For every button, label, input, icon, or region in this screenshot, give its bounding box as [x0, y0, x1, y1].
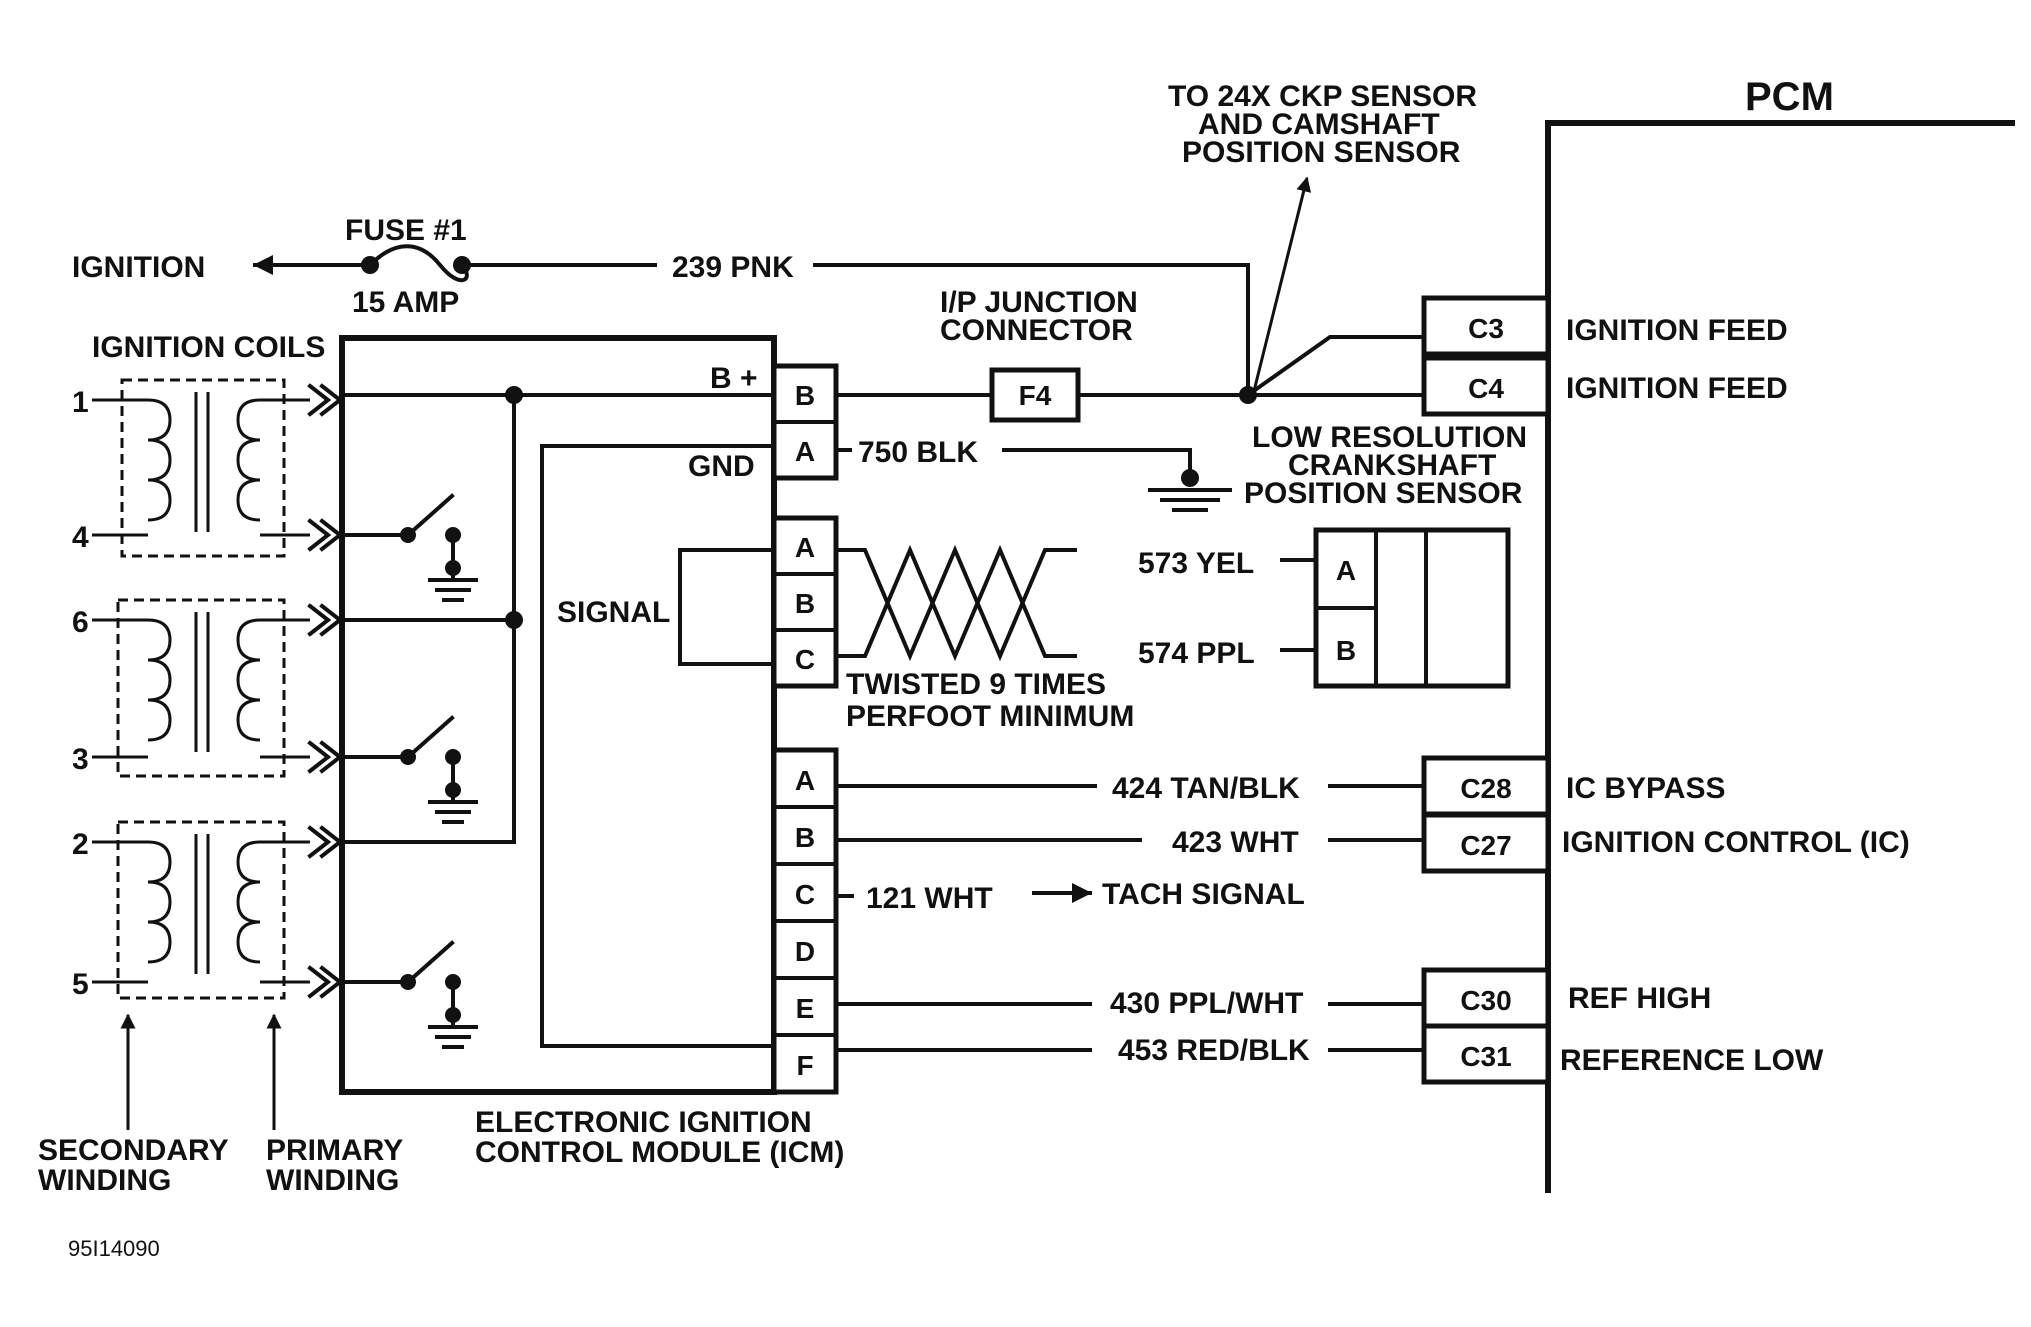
coil-pack-1	[92, 378, 310, 558]
pcm-pin-c31: C31	[1460, 1041, 1511, 1072]
pcm-pin-c30: C30	[1460, 985, 1511, 1016]
icm-sensor-pin-b: B	[795, 588, 815, 619]
secondary-winding-line-1: SECONDARY	[38, 1134, 229, 1167]
coil-number-1: 1	[72, 386, 89, 419]
ckp-sensor-note: TO 24X CKP SENSOR AND CAMSHAFT POSITION …	[1168, 80, 1477, 396]
pcm-label-c31: REFERENCE LOW	[1560, 1044, 1824, 1077]
pcm-pin-c4: C4	[1468, 373, 1504, 404]
ip-junction-line-2: CONNECTOR	[940, 314, 1133, 347]
icm-control-connector: A B C D E F	[771, 747, 839, 1095]
ckp-sensor-line-1: TO 24X CKP SENSOR	[1168, 80, 1477, 113]
ip-pin-f4: F4	[1019, 380, 1052, 411]
wire-239-label: 239 PNK	[672, 251, 794, 284]
icm-power-connector: B A	[771, 363, 839, 481]
coil-pack-3	[92, 820, 310, 1000]
pcm-label-c30: REF HIGH	[1568, 982, 1711, 1015]
wire-430-label: 430 PPL/WHT	[1110, 987, 1303, 1020]
twisted-pair: 573 YEL 574 PPL TWISTED 9 TIMES PERFOOT …	[834, 544, 1318, 733]
fuse-label: FUSE #1	[345, 214, 467, 247]
icm-sensor-pin-a: A	[795, 532, 815, 563]
pcm-pins-control: C28 C27 IC BYPASS IGNITION CONTROL (IC)	[1421, 755, 1910, 874]
wire-573-label: 573 YEL	[1138, 547, 1254, 580]
ckp-sensor-line-3: POSITION SENSOR	[1182, 136, 1461, 169]
figure-id: 95I14090	[68, 1236, 160, 1261]
primary-winding-line-1: PRIMARY	[266, 1134, 403, 1167]
wire-121-label: 121 WHT	[866, 882, 993, 915]
icm-label-line-2: CONTROL MODULE (ICM)	[475, 1136, 844, 1169]
tach-signal-label: TACH SIGNAL	[1102, 878, 1305, 911]
pcm-label-c4: IGNITION FEED	[1566, 372, 1788, 405]
driver-switch-2	[340, 715, 478, 824]
icm-module: ELECTRONIC IGNITION CONTROL MODULE (ICM)…	[339, 335, 844, 1169]
icm-control-pin-f: F	[796, 1050, 813, 1081]
ip-junction-line-1: I/P JUNCTION	[940, 286, 1138, 319]
pcm-pins-reference: C30 C31 REF HIGH REFERENCE LOW	[1421, 967, 1824, 1085]
wire-424-label: 424 TAN/BLK	[1112, 772, 1300, 805]
coil-connectors	[307, 383, 344, 999]
ignition-label: IGNITION	[72, 251, 205, 284]
sensor-pin-b: B	[1336, 635, 1356, 666]
fuse-symbol	[367, 244, 469, 283]
icm-label-line-1: ELECTRONIC IGNITION	[475, 1106, 812, 1139]
coil-number-3: 3	[72, 743, 89, 776]
driver-switch-1	[340, 493, 478, 602]
wire-423-label: 423 WHT	[1172, 826, 1299, 859]
control-wires: 424 TAN/BLK 423 WHT 121 WHT TACH SIGNAL …	[834, 772, 1426, 1067]
icm-power-pin-b: B	[795, 380, 815, 411]
pcm: PCM	[1545, 75, 2015, 1193]
icm-sensor-connector: A B C	[771, 515, 839, 689]
sensor-pin-a: A	[1336, 555, 1356, 586]
pcm-pin-c3: C3	[1468, 313, 1504, 344]
low-res-line-1: LOW RESOLUTION	[1252, 421, 1527, 454]
ignition-coils-label: IGNITION COILS	[92, 331, 325, 364]
low-res-line-2: CRANKSHAFT	[1288, 449, 1496, 482]
icm-sensor-pin-c: C	[795, 644, 815, 675]
icm-control-pin-d: D	[795, 936, 815, 967]
icm-control-pin-e: E	[796, 993, 815, 1024]
fuse-amp-label: 15 AMP	[352, 286, 459, 319]
low-res-sensor: A B	[1313, 527, 1511, 689]
gnd-label: GND	[688, 450, 755, 483]
primary-winding-line-2: WINDING	[266, 1164, 399, 1197]
coil-number-2: 2	[72, 828, 89, 861]
pcm-label-c3: IGNITION FEED	[1566, 314, 1788, 347]
twisted-line-1: TWISTED 9 TIMES	[846, 668, 1106, 701]
coil-number-4: 4	[72, 521, 89, 554]
coil-pack-2	[92, 598, 310, 778]
pcm-label-c28: IC BYPASS	[1566, 772, 1725, 805]
ckp-sensor-line-2: AND CAMSHAFT	[1198, 108, 1440, 141]
ip-junction: I/P JUNCTION CONNECTOR F4	[940, 286, 1138, 423]
coil-number-6: 6	[72, 606, 89, 639]
coil-number-5: 5	[72, 968, 89, 1001]
bplus-label: B +	[710, 362, 758, 395]
signal-label: SIGNAL	[557, 596, 670, 629]
low-res-line-3: POSITION SENSOR	[1244, 477, 1523, 510]
wire-750-label: 750 BLK	[858, 436, 978, 469]
ground-wire: 750 BLK	[834, 436, 1232, 512]
driver-switch-3	[340, 940, 478, 1049]
pcm-pins-feed: C3 C4 IGNITION FEED IGNITION FEED	[1421, 295, 1788, 417]
wire-574-label: 574 PPL	[1138, 637, 1255, 670]
pcm-pin-c28: C28	[1460, 773, 1511, 804]
pcm-pin-c27: C27	[1460, 830, 1511, 861]
fuse-circuit: FUSE #1 15 AMP IGNITION 239 PNK	[72, 214, 1250, 397]
icm-control-pin-c: C	[795, 879, 815, 910]
icm-control-pin-b: B	[795, 822, 815, 853]
pcm-label-c27: IGNITION CONTROL (IC)	[1562, 826, 1910, 859]
secondary-winding-line-2: WINDING	[38, 1164, 171, 1197]
icm-power-pin-a: A	[795, 436, 815, 467]
wire-453-label: 453 RED/BLK	[1118, 1034, 1310, 1067]
pcm-label: PCM	[1745, 75, 1834, 119]
icm-control-pin-a: A	[795, 765, 815, 796]
twisted-line-2: PERFOOT MINIMUM	[846, 700, 1134, 733]
